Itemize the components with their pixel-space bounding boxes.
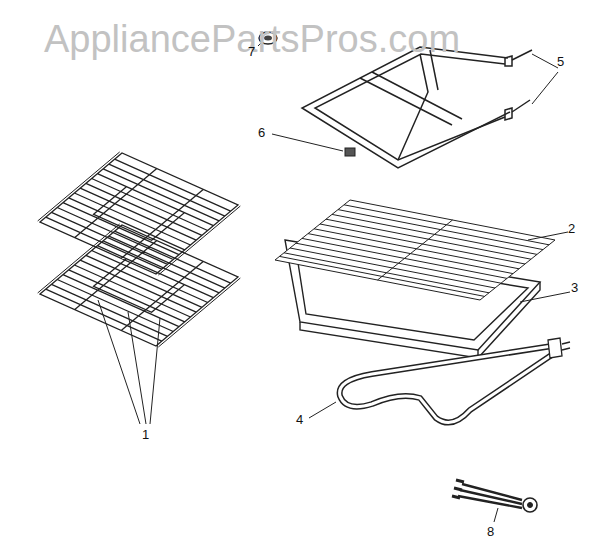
leader-line xyxy=(528,232,568,240)
leader-line xyxy=(520,292,570,302)
broil-element-tag xyxy=(345,148,355,156)
leader-line xyxy=(309,402,336,418)
callout-number: 1 xyxy=(142,428,149,441)
callout-number: 3 xyxy=(571,281,578,294)
callout-number: 6 xyxy=(258,126,265,139)
callout-number: 7 xyxy=(248,45,255,58)
leader-line xyxy=(98,300,160,424)
wire-harness xyxy=(452,480,537,512)
callout-number: 2 xyxy=(568,222,575,235)
leader-line xyxy=(532,54,558,104)
leader-line xyxy=(494,508,498,522)
callout-number: 8 xyxy=(487,525,494,538)
bake-element xyxy=(340,338,570,423)
broil-pan-grid xyxy=(275,200,555,300)
callout-number: 4 xyxy=(296,413,303,426)
callout-number: 5 xyxy=(557,55,564,68)
oven-rack xyxy=(38,224,241,347)
leader-line xyxy=(272,134,343,151)
